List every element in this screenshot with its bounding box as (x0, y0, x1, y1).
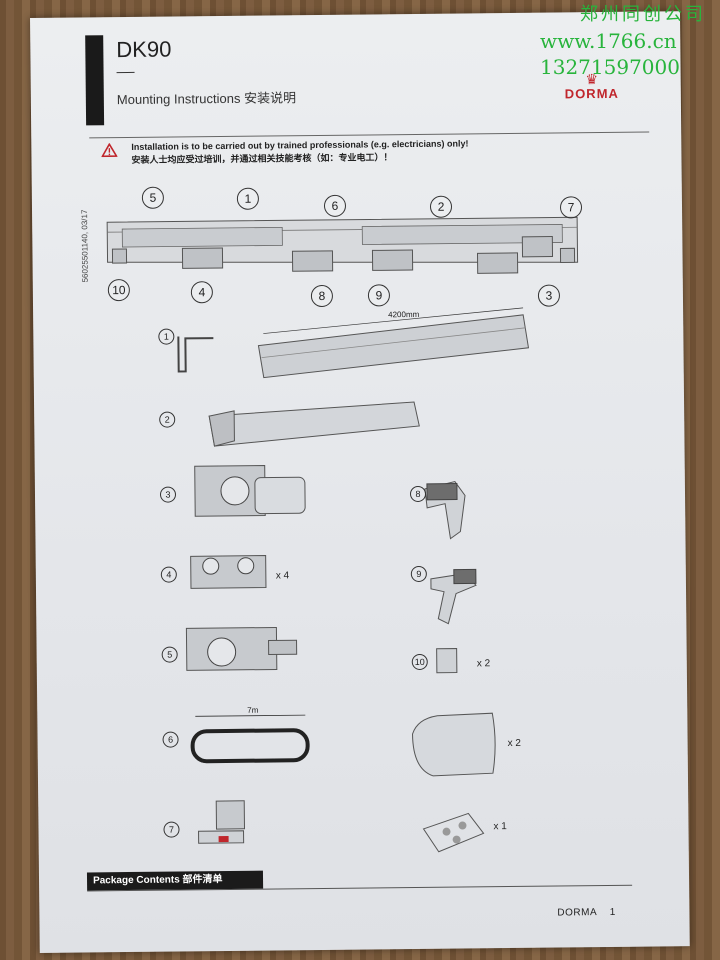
warning-icon (101, 143, 118, 158)
callout-3: 3 (537, 284, 561, 307)
rail-length-label: 4200mm (388, 309, 420, 320)
part-number-5: 5 (161, 646, 178, 663)
belt-length-label: 7m (247, 705, 259, 715)
qty-cover: x 2 (507, 737, 522, 750)
watermark-company: 郑州同创公司 (580, 4, 706, 25)
page-number: 1 (609, 906, 616, 918)
callout-10: 10 (107, 278, 130, 302)
page-footer: DORMA 1 (557, 907, 615, 919)
watermark-url: www.1766.cn (540, 29, 677, 53)
callout-1: 1 (236, 187, 260, 210)
callout-2: 2 (429, 195, 453, 218)
instruction-sheet: DK90 Mounting Instructions 安装说明 ♛ DORMA … (30, 11, 690, 953)
callout-9: 9 (367, 284, 391, 307)
part-number-4: 4 (160, 566, 177, 583)
assembly-drawing (106, 216, 579, 853)
callout-7: 7 (559, 196, 583, 219)
callout-8: 8 (310, 284, 334, 308)
part-number-1: 1 (158, 328, 175, 345)
callout-6: 6 (323, 194, 347, 217)
qty-part-10: x 2 (476, 658, 491, 670)
part-number-7: 7 (163, 821, 180, 838)
part-number-8: 8 (409, 485, 427, 503)
watermark-phone: 13271597000 (540, 55, 680, 79)
part-number-10: 10 (411, 653, 428, 671)
footer-brand: DORMA (557, 907, 597, 919)
watermark: 郑州同创公司 www.1766.cn 13271597000 (540, 2, 706, 80)
part-number-9: 9 (410, 565, 427, 583)
callout-4: 4 (190, 281, 213, 304)
part-number-3: 3 (159, 486, 177, 503)
part-number-2: 2 (159, 411, 176, 428)
package-contents-label: Package Contents 部件清单 (86, 870, 264, 891)
part-number-6: 6 (162, 731, 179, 748)
callout-5: 5 (141, 186, 165, 209)
qty-remote: x 1 (493, 821, 507, 833)
qty-part-4: x 4 (275, 570, 290, 582)
